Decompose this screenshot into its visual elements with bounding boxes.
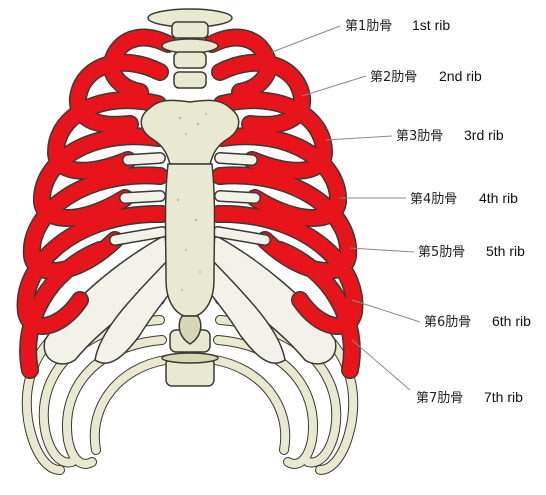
- leader-line-rib-5: [349, 247, 415, 253]
- leader-line-rib-1: [271, 25, 341, 53]
- vertebral-column: [147, 8, 233, 387]
- costal-cartilage: [43, 233, 337, 365]
- label-rib-2-japanese: 第2肋骨: [370, 70, 417, 85]
- label-rib-4-english: 4th rib: [479, 190, 518, 206]
- leader-line-rib-6: [351, 299, 421, 323]
- label-rib-4-japanese: 第4肋骨: [410, 192, 457, 207]
- label-rib-7-japanese: 第7肋骨: [416, 391, 463, 406]
- sternum: [140, 99, 240, 345]
- label-rib-6-english: 6th rib: [492, 313, 531, 329]
- label-rib-5-english: 5th rib: [486, 243, 525, 259]
- label-rib-1-japanese: 第1肋骨: [345, 19, 392, 34]
- label-rib-1-english: 1st rib: [412, 17, 450, 33]
- true-ribs-highlighted: [16, 28, 364, 379]
- leader-line-rib-2: [301, 75, 367, 97]
- label-rib-6-japanese: 第6肋骨: [424, 315, 471, 330]
- leader-lines: [271, 25, 421, 391]
- label-rib-7-english: 7th rib: [484, 389, 523, 405]
- leader-line-rib-7: [351, 339, 411, 391]
- label-rib-3-english: 3rd rib: [464, 127, 504, 143]
- leader-line-rib-3: [325, 135, 393, 141]
- label-rib-2-english: 2nd rib: [439, 68, 482, 84]
- label-rib-3-japanese: 第3肋骨: [396, 129, 443, 144]
- rib-labels: 第1肋骨 1st rib 第2肋骨 2nd rib 第3肋骨 3rd rib 第…: [345, 17, 531, 406]
- label-rib-5-japanese: 第5肋骨: [418, 245, 465, 260]
